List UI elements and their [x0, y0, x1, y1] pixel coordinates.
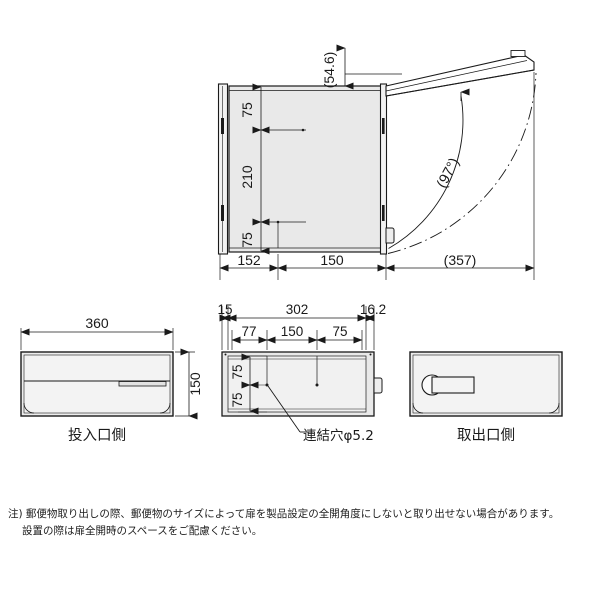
dim-hole-top-label: 75 [239, 102, 255, 118]
side-view-left-clip-lower [221, 205, 224, 221]
footnote-block: 注) 郵便物取り出しの際、郵便物のサイズによって扉を製品設定の全開角度にしないと… [8, 506, 592, 540]
plan-view-corner-dot-right [369, 353, 372, 356]
dim-plan-vertical: 75 75 [230, 353, 267, 415]
dim-hole-pitch-group: 75 210 75 [239, 83, 306, 255]
plan-view-corner-dot-left [224, 353, 227, 356]
rear-view-corner-left [412, 402, 424, 414]
side-view-door-knob [510, 50, 526, 57]
front-view-corner-left [23, 402, 35, 414]
dim-hole-bottom-label: 75 [239, 232, 255, 248]
dim-front-height-label: 150 [187, 372, 203, 396]
dim-door-extent-label: (357) [444, 252, 477, 268]
side-section-view: (97°) (54.6) 75 210 [217, 44, 537, 280]
dim-plan-inner-left-label: 77 [241, 324, 256, 339]
retrieval-side-view: 取出口側 [409, 351, 563, 444]
side-view-left-clip-upper [221, 118, 224, 134]
connection-hole-callout-label: 連結穴φ5.2 [303, 428, 374, 444]
insertion-side-label: 投入口側 [68, 427, 126, 444]
front-view-handle [118, 381, 167, 387]
dim-front-width-label: 360 [85, 315, 109, 331]
dim-plan-outer: 15 302 16.2 [217, 302, 386, 350]
dim-plan-body-width-label: 302 [286, 302, 309, 317]
door-swing-arc-outer [387, 72, 537, 254]
footnote-line-1: 注) 郵便物取り出しの際、郵便物のサイズによって扉を製品設定の全開角度にしないと… [8, 508, 560, 520]
dim-depth-group: 152 150 (357) [219, 72, 535, 280]
dim-depth-rear-label: 150 [320, 252, 344, 268]
dim-top-offset-label: (54.6) [321, 52, 337, 89]
dim-plan-left-margin-label: 15 [217, 302, 232, 317]
plan-view-lock-lug [373, 377, 383, 394]
dim-front-height: 150 [175, 348, 203, 420]
dim-top-offset: (54.6) [321, 44, 402, 90]
side-view-door-frame [379, 83, 388, 255]
side-view-hinge-upper [382, 118, 385, 134]
side-view-hinge-lower [382, 205, 385, 221]
insertion-side-view: 360 150 投入口側 [20, 315, 203, 444]
side-view-left-panel [217, 83, 229, 255]
retrieval-side-label: 取出口側 [457, 427, 515, 444]
plan-view-inner [227, 355, 367, 413]
dim-plan-inner-right-label: 75 [332, 324, 347, 339]
dim-plan-vert-lower-label: 75 [230, 392, 245, 407]
dim-front-width: 360 [20, 315, 174, 350]
dim-plan-right-margin-label: 16.2 [360, 302, 386, 317]
dim-plan-vert-upper-label: 75 [230, 364, 245, 379]
dim-hole-pitch-label: 210 [239, 165, 255, 189]
footnote-line-2: 設置の際は扉全開時のスペースをご配慮ください。 [22, 525, 263, 537]
side-view-lock-lug [385, 227, 395, 244]
dim-depth-front-label: 152 [237, 252, 261, 268]
front-view-corner-right [159, 402, 171, 414]
door-swing-arc-97 [388, 95, 464, 249]
rear-view-corner-right [548, 402, 560, 414]
plan-view: 15 302 16.2 77 150 75 75 [217, 302, 386, 444]
dim-plan-inner: 77 150 75 [231, 324, 363, 350]
plan-view-callout-leader [267, 385, 301, 433]
rear-view-handle [431, 376, 475, 394]
side-view-open-door [385, 50, 535, 97]
dim-plan-inner-mid-label: 150 [281, 324, 304, 339]
side-view-hole-upper [301, 128, 305, 132]
